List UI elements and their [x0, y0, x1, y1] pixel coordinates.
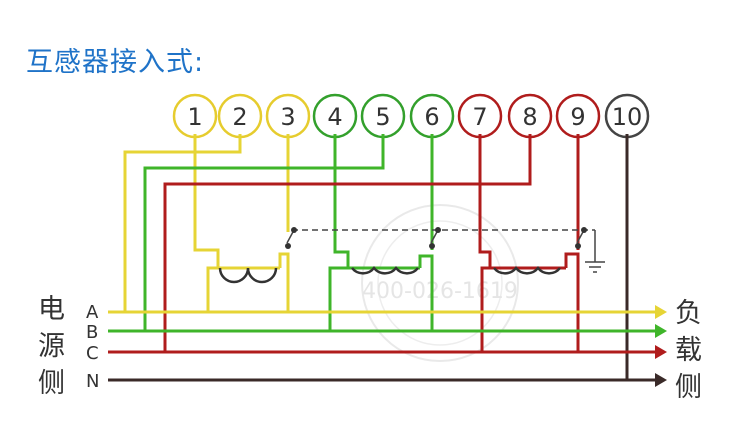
- phase-lines: [108, 305, 667, 387]
- load-side-char-2: 载: [675, 335, 702, 366]
- phase-b-wiring: [143, 134, 434, 331]
- phase-label-n: N: [86, 371, 99, 392]
- diagram-title: 互感器接入式:: [26, 47, 205, 78]
- phase-label-c: C: [86, 343, 99, 364]
- terminal-1-label: 1: [187, 103, 202, 131]
- arrow-b: [655, 324, 667, 338]
- arrow-n: [655, 373, 667, 387]
- phase-label-a: A: [86, 302, 99, 323]
- wire-ct-c-out: [564, 252, 580, 352]
- terminal-4-label: 4: [327, 103, 342, 131]
- wire-terminal-7-to-ct: [478, 134, 492, 268]
- terminal-8-label: 8: [522, 103, 537, 131]
- junction-dots: [285, 227, 587, 249]
- terminal-9-label: 9: [570, 103, 585, 131]
- arrow-c: [655, 345, 667, 359]
- wire-terminal-5-to-b: [143, 134, 385, 331]
- load-side-char-1: 负: [675, 298, 702, 329]
- terminal-5-label: 5: [375, 103, 390, 131]
- terminal-7-label: 7: [472, 103, 487, 131]
- wire-terminal-2-to-a: [123, 134, 242, 312]
- wire-terminal-8-to-c: [163, 134, 532, 352]
- source-side-char-3: 侧: [38, 368, 65, 399]
- ct-coil-b: [351, 265, 419, 275]
- ct-coil-a: [218, 267, 278, 284]
- wire-terminal-1-to-ct: [193, 134, 220, 268]
- source-side-char-1: 电: [38, 294, 65, 325]
- watermark-seal: 400-026-1619: [361, 204, 519, 362]
- load-side-char-3: 侧: [675, 372, 702, 403]
- phase-a-wiring: [123, 134, 290, 312]
- terminal-6-label: 6: [424, 103, 439, 131]
- current-transformers: [218, 265, 561, 284]
- terminal-block: 1 2 3 4 5 6 7 8 9 10: [172, 93, 650, 139]
- wire-ct-b-out: [418, 254, 434, 331]
- ct-coil-c: [493, 265, 561, 275]
- terminal-10-label: 10: [612, 103, 643, 131]
- wire-ct-a-out: [278, 252, 290, 312]
- wire-terminal-4-to-ct: [333, 134, 350, 268]
- terminal-3-label: 3: [280, 103, 295, 131]
- arrow-a: [655, 305, 667, 319]
- wire-ct-b-primary: [328, 266, 420, 331]
- phase-label-b: B: [86, 322, 98, 343]
- wire-ct-a-primary: [206, 266, 280, 312]
- watermark-phone: 400-026-1619: [362, 279, 518, 304]
- source-side-char-2: 源: [38, 331, 65, 362]
- terminal-2-label: 2: [232, 103, 247, 131]
